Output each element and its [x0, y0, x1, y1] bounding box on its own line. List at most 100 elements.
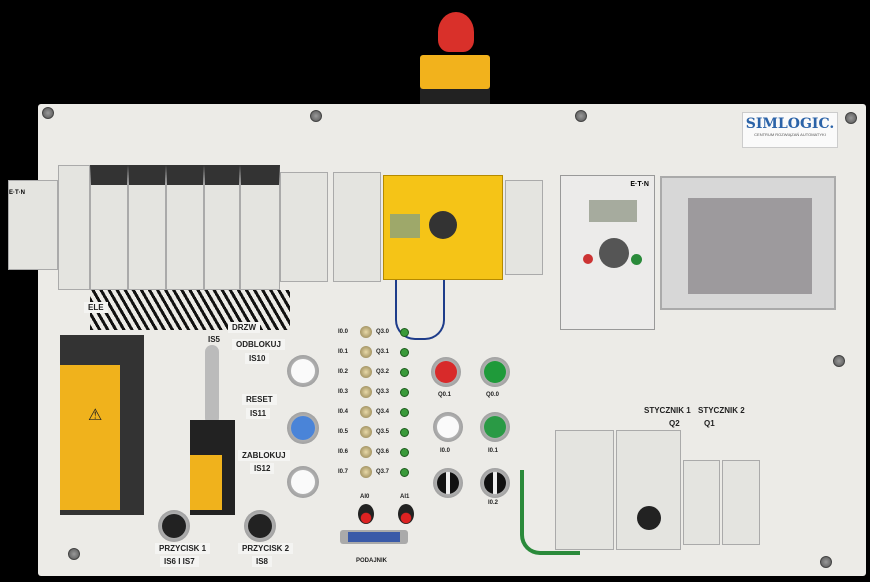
logo-tagline: CENTRUM ROZWIĄZAŃ AUTOMATYKI — [754, 132, 826, 137]
input-label: I0.5 — [338, 429, 349, 435]
relay-keypad[interactable] — [429, 211, 457, 239]
hmi-screen[interactable] — [688, 198, 812, 294]
toggle-switch-i0-4[interactable] — [360, 406, 372, 418]
output-label: Q3.7 — [376, 469, 390, 475]
lock-button[interactable] — [287, 466, 319, 498]
remote-io-module — [280, 172, 328, 282]
black-push-button-1[interactable] — [158, 510, 190, 542]
toggle-switch-i0-1[interactable] — [360, 346, 372, 358]
reset-button[interactable] — [287, 412, 319, 444]
output-label: Q3.6 — [376, 449, 390, 455]
toggle-switch-i0-2[interactable] — [360, 366, 372, 378]
lever-arm[interactable] — [205, 345, 219, 425]
reset-label: RESET — [242, 394, 277, 405]
brand-label: E·T·N — [9, 190, 25, 196]
pilot-lamp-q0-1 — [431, 357, 461, 387]
led-q3-3 — [400, 387, 409, 397]
led-q3-6 — [400, 447, 409, 457]
screw — [845, 112, 857, 124]
toggle-switch-i0-7[interactable] — [360, 466, 372, 478]
screw — [575, 110, 587, 122]
toggle-switch-i0-3[interactable] — [360, 386, 372, 398]
brand-label: E·T·N — [630, 181, 649, 188]
inverter-ok-keypad[interactable] — [599, 238, 629, 268]
i02-label: I0.2 — [488, 500, 499, 506]
contactor-q2 — [682, 460, 721, 545]
selector-switch-2[interactable] — [480, 468, 510, 498]
toggle-switch-i0-5[interactable] — [360, 426, 372, 438]
is10-label: IS10 — [245, 353, 270, 364]
unlock-button[interactable] — [287, 355, 319, 387]
toggle-switch-i0-0[interactable] — [360, 326, 372, 338]
emergency-stop-button[interactable] — [438, 12, 474, 52]
hmi-panel — [660, 176, 836, 310]
output-label: Q3.2 — [376, 369, 390, 375]
rotary-knob[interactable] — [637, 506, 662, 530]
inverter-display — [589, 200, 637, 222]
feeder-label: PODAJNIK — [356, 558, 388, 564]
motor-protection-breaker — [555, 430, 615, 550]
ai1-label: AI1 — [400, 494, 410, 500]
ai0-label: AI0 — [360, 494, 370, 500]
green-cable — [520, 470, 580, 555]
plc-comm-module — [204, 165, 240, 290]
input-label: I0.1 — [338, 349, 349, 355]
q2-label: Q2 — [669, 419, 680, 428]
screw — [68, 548, 80, 560]
black-push-button-2[interactable] — [244, 510, 276, 542]
wiring — [395, 280, 445, 340]
door-label: DRZW — [228, 322, 260, 333]
screw — [42, 107, 54, 119]
simlogic-logo: SIMLOGIC. CENTRUM ROZWIĄZAŃ AUTOMATYKI — [742, 112, 838, 148]
contactor1-label: STYCZNIK 1 — [644, 406, 691, 415]
relay-display — [390, 214, 420, 238]
contactor-q1 — [722, 460, 760, 545]
button2-label: PRZYCISK 2 — [238, 543, 294, 554]
comm-module — [505, 180, 543, 275]
estop-housing — [420, 55, 490, 89]
motor-starter — [616, 430, 681, 550]
screw — [310, 110, 322, 122]
screw — [833, 355, 845, 367]
q1-label: Q1 — [704, 419, 715, 428]
input-label: I0.2 — [338, 369, 349, 375]
is5-label: IS5 — [208, 335, 221, 344]
plc-io-module — [128, 165, 166, 290]
output-label: Q3.5 — [376, 429, 390, 435]
is6-is7-label: IS6 I IS7 — [160, 556, 199, 567]
pilot-lamp-q0-0 — [480, 357, 510, 387]
button1-label: PRZYCISK 1 — [155, 543, 211, 554]
push-button-i0-0[interactable] — [433, 412, 463, 442]
valve-label: ELE — [84, 302, 108, 313]
safety-interlock-switch: ⚠ — [60, 335, 144, 515]
remote-io-module — [333, 172, 381, 282]
i01-label: I0.1 — [488, 448, 499, 454]
plc-power-module: E·T·N — [8, 180, 58, 270]
connector-pins — [348, 532, 400, 542]
push-button-i0-1[interactable] — [480, 412, 510, 442]
toggle-switch-i0-6[interactable] — [360, 446, 372, 458]
potentiometer-ai1[interactable] — [398, 504, 414, 524]
motor-starter-assembly — [555, 430, 760, 550]
lever-limit-switch — [190, 420, 235, 515]
led-q3-4 — [400, 407, 409, 417]
interlock-housing — [60, 365, 120, 510]
db25-connector[interactable] — [340, 530, 408, 544]
potentiometer-ai0[interactable] — [358, 504, 374, 524]
hot-surface-warning-icon: ⚠ — [88, 407, 103, 424]
inverter-stop-button[interactable] — [583, 254, 593, 264]
output-label: Q3.3 — [376, 389, 390, 395]
input-label: I0.0 — [338, 329, 349, 335]
frequency-inverter: E·T·N — [560, 175, 655, 330]
unlock-label: ODBLOKUJ — [232, 339, 285, 350]
inverter-start-button[interactable] — [631, 254, 642, 265]
input-label: I0.6 — [338, 449, 349, 455]
selector-switch-1[interactable] — [433, 468, 463, 498]
plc-cpu — [58, 165, 90, 290]
led-q3-2 — [400, 367, 409, 377]
i00-label: I0.0 — [440, 448, 451, 454]
q01-label: Q0.1 — [438, 392, 452, 398]
wire-bundle — [90, 290, 290, 330]
q00-label: Q0.0 — [486, 392, 500, 398]
